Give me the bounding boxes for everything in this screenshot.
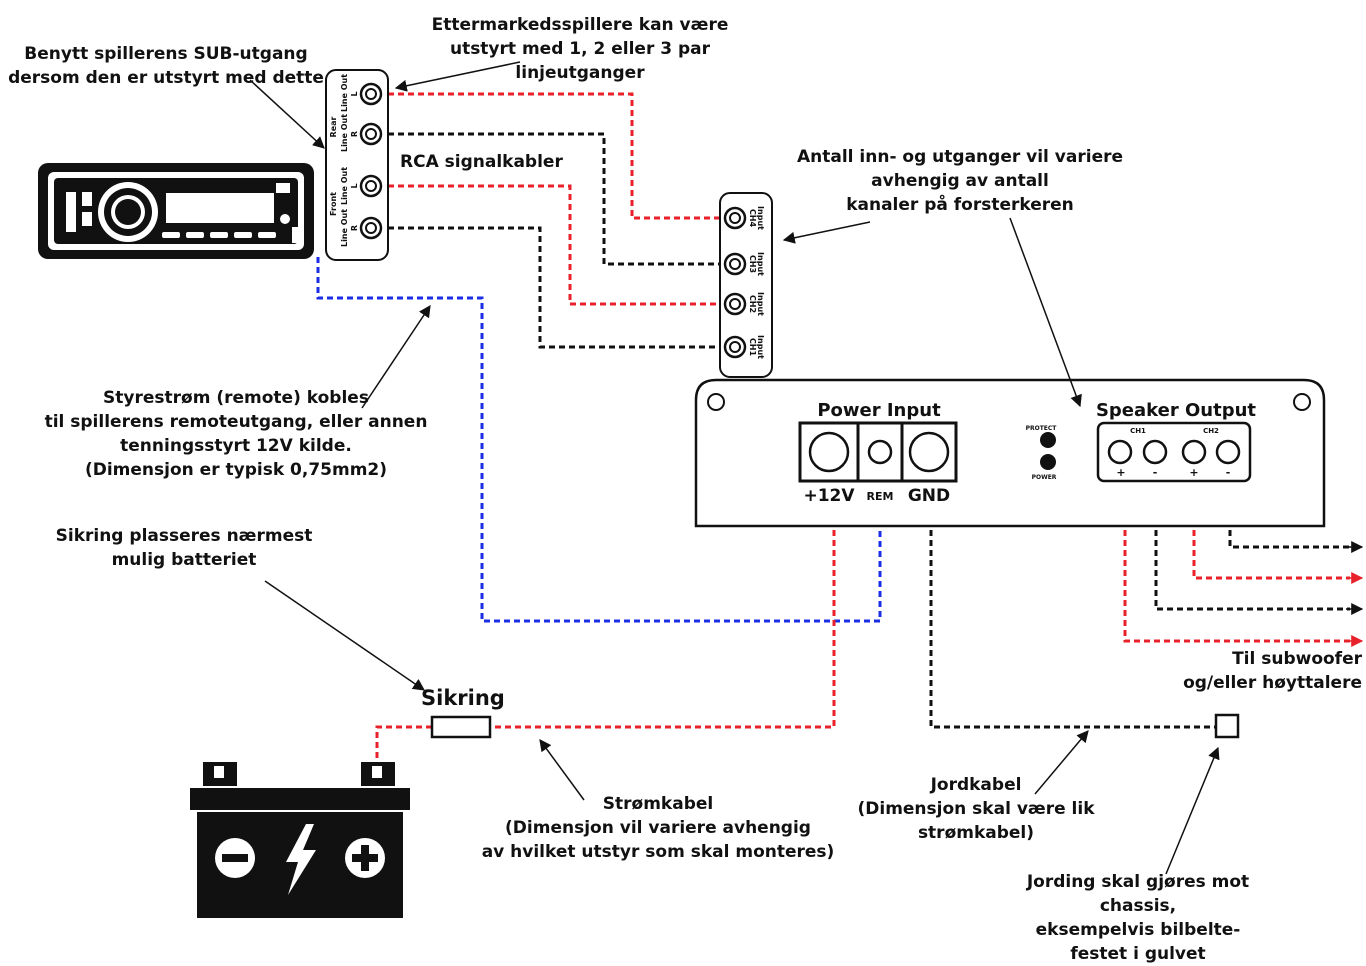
rca-cable-front-left	[378, 184, 724, 306]
gnd-label: GND	[908, 486, 950, 506]
note-rca: RCA signalkabler	[400, 152, 563, 172]
power-input-label: Power Input	[817, 400, 941, 421]
rca-cable-rear-right	[378, 132, 724, 266]
input-label-ch4: Input	[756, 206, 765, 230]
note-channels: Antall inn- og utganger vil variere avhe…	[796, 147, 1124, 215]
front-right-label: R	[350, 225, 359, 231]
power-led	[1040, 454, 1056, 470]
note-ground-cable: Jordkabel (Dimensjon skal være lik strøm…	[857, 775, 1095, 843]
channel-label-ch2: CH2	[748, 295, 757, 313]
channel-label-ch4: CH4	[748, 209, 757, 228]
pointer-arrow-sub-output	[249, 79, 325, 149]
rca-cable-rear-left	[378, 92, 724, 220]
amplifier	[694, 378, 1326, 528]
pointer-arrow-remote	[361, 305, 431, 409]
speaker-terminal-ch2-plus	[1181, 439, 1207, 465]
note-sub-output: Benytt spillerens SUB-utgang dersom den …	[8, 44, 324, 88]
pointer-arrow-fuse	[264, 580, 425, 691]
rca-jack-front-left	[359, 174, 383, 198]
note-power-cable: Strømkabel (Dimensjon vil variere avheng…	[481, 794, 835, 862]
note-speakers: Til subwoofer og/eller høyttalere	[1183, 649, 1362, 693]
plus12v-label: +12V	[803, 486, 855, 506]
front-group-label: Front	[329, 192, 338, 216]
pointer-arrow-aftermarket	[394, 61, 521, 92]
ch1-label: CH1	[1130, 427, 1146, 435]
front-line-out-right-label: Line Out	[340, 209, 349, 247]
speaker-output-label: Speaker Output	[1096, 400, 1256, 421]
note-aftermarket: Ettermarkedsspillere kan være utstyrt me…	[431, 15, 729, 83]
ch2-label: CH2	[1203, 427, 1219, 435]
power-label: POWER	[1032, 474, 1057, 481]
gnd-screw	[908, 431, 950, 473]
rear-group-label: Rear	[329, 116, 338, 137]
ground-cable	[929, 510, 1216, 729]
ground-point	[1214, 713, 1240, 739]
head-unit	[38, 163, 314, 259]
rear-line-out-right-label: Line Out	[340, 114, 349, 152]
rem-screw	[867, 439, 893, 465]
input-label-ch1: Input	[756, 335, 765, 359]
rear-left-label: L	[350, 91, 359, 96]
lightning-bolt-icon	[286, 824, 316, 895]
rca-jack-rear-left	[359, 82, 383, 106]
speaker-terminal-ch1-plus	[1107, 439, 1133, 465]
note-grounding: Jording skal gjøres mot chassis, eksempe…	[1026, 872, 1250, 964]
front-left-label: L	[350, 183, 359, 188]
power-cable	[490, 510, 836, 729]
speaker-terminal-ch1-minus	[1142, 439, 1168, 465]
speaker-output-terminal	[1096, 421, 1252, 483]
input-jack-ch1	[723, 335, 747, 359]
input-jack-ch3	[723, 252, 747, 276]
ch2-minus-sign: -	[1226, 466, 1231, 479]
rca-output-block	[325, 69, 389, 261]
pointer-arrow-ground-cable	[1034, 730, 1089, 795]
channel-label-ch1: CH1	[748, 338, 757, 357]
rca-cable-front-right	[378, 226, 724, 349]
pointer-arrow-power-cable	[539, 739, 585, 801]
rca-jack-rear-right	[359, 122, 383, 146]
remote-cable	[316, 257, 882, 623]
pointer-arrow-grounding	[1165, 746, 1220, 875]
battery-plus-icon	[345, 838, 385, 878]
protect-led	[1040, 432, 1056, 448]
rear-line-out-left-label: Line Out	[340, 74, 349, 112]
speaker-wire-ch1-plus	[1123, 480, 1350, 643]
plus12v-screw	[808, 431, 850, 473]
note-fuse-placement: Sikring plasseres nærmest mulig batterie…	[55, 526, 313, 570]
pointer-arrow-channels	[782, 221, 871, 244]
rear-right-label: R	[350, 131, 359, 137]
fuse	[430, 715, 492, 739]
front-line-out-left-label: Line Out	[340, 167, 349, 205]
power-cable-battery	[375, 725, 432, 764]
input-jack-ch2	[723, 292, 747, 316]
rca-jack-front-right	[359, 216, 383, 240]
input-label-ch2: Input	[756, 292, 765, 316]
amp-input-block	[719, 192, 773, 378]
battery-minus-icon	[215, 838, 255, 878]
ch1-minus-sign: -	[1153, 466, 1158, 479]
wiring-diagram: Rear Line Out Line Out L R Front Line Ou…	[38, 61, 1364, 918]
note-remote: Styrestrøm (remote) kobles til spilleren…	[44, 388, 428, 480]
ch1-plus-sign: +	[1116, 466, 1125, 479]
pointer-arrow-channels-amp	[1009, 217, 1082, 408]
fuse-label: Sikring	[421, 686, 505, 710]
ch2-plus-sign: +	[1189, 466, 1198, 479]
channel-label-ch3: CH3	[748, 255, 757, 273]
protect-label: PROTECT	[1026, 425, 1058, 432]
input-label-ch3: Input	[756, 252, 765, 276]
rem-label: REM	[867, 490, 894, 503]
input-jack-ch4	[723, 206, 747, 230]
speaker-terminal-ch2-minus	[1215, 439, 1241, 465]
